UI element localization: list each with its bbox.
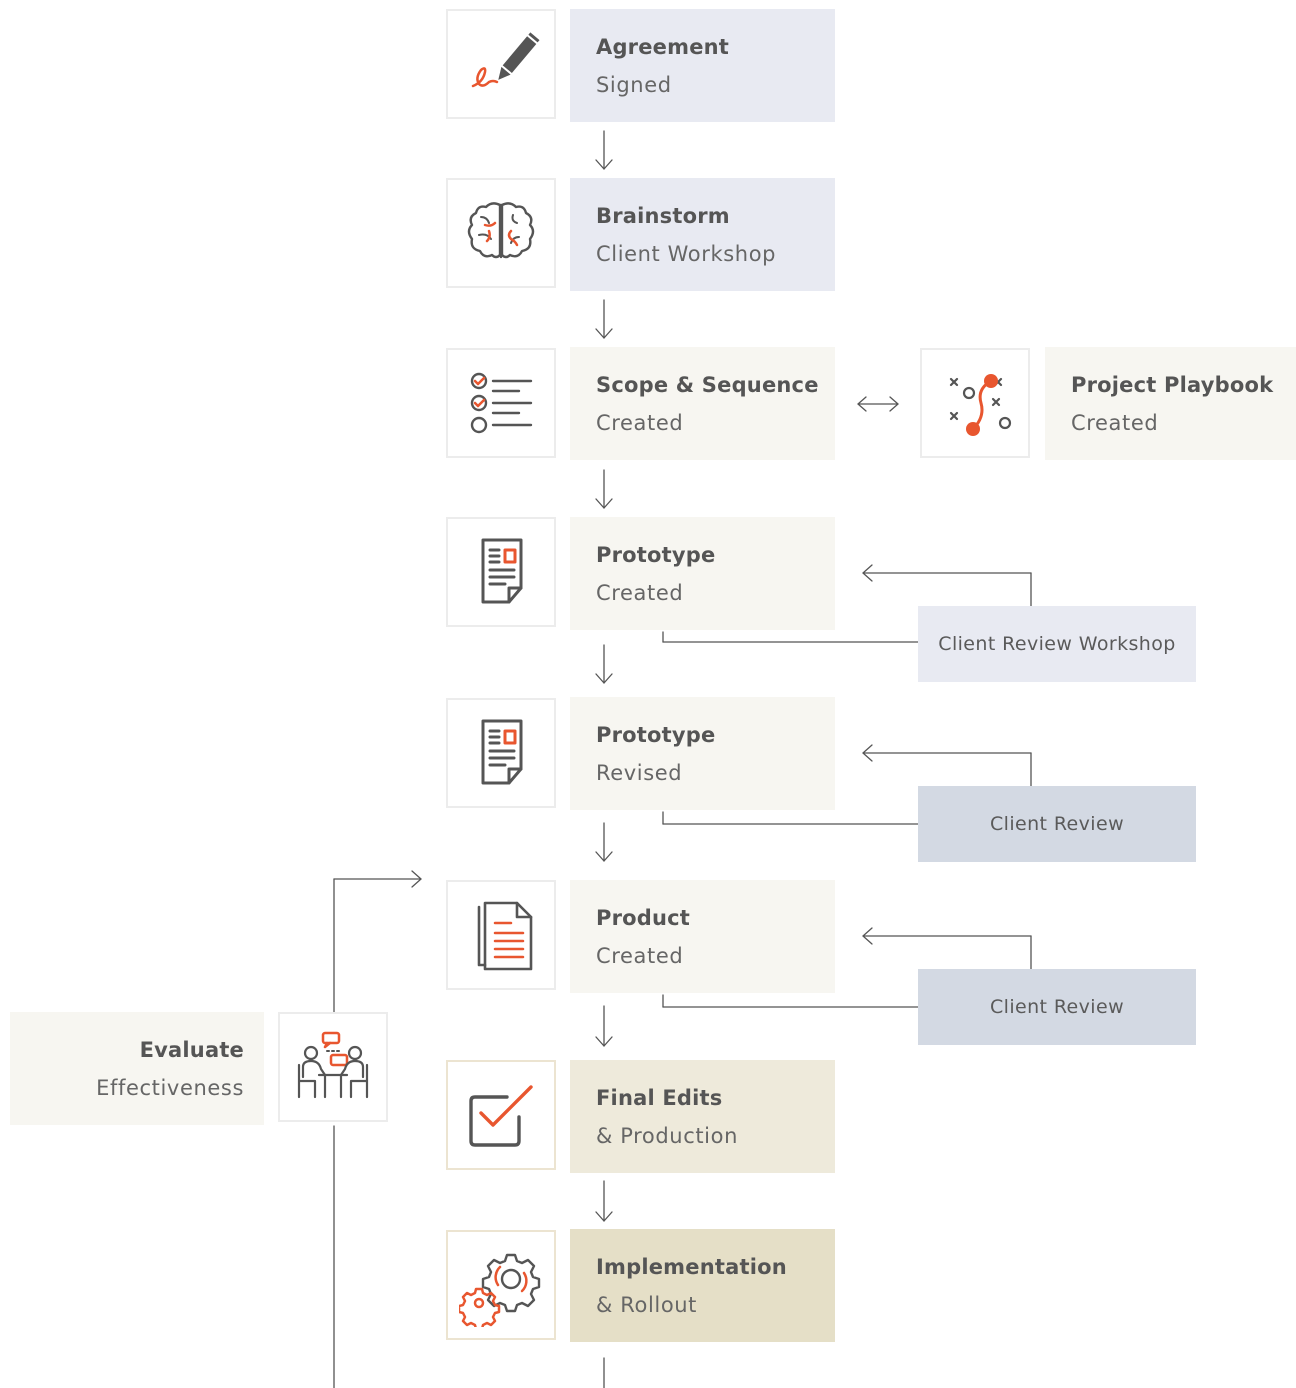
step-subtitle: Created (596, 580, 684, 605)
arrow-down (595, 644, 613, 684)
arrow-down (595, 822, 613, 862)
step-subtitle: Signed (596, 72, 672, 97)
brain-icon (446, 178, 556, 288)
step-subtitle: Revised (596, 760, 683, 785)
step-product-created: Product Created (570, 880, 835, 993)
arrow-bidirectional (857, 396, 899, 412)
arrow-down (595, 130, 613, 170)
step-title: Evaluate (139, 1037, 244, 1062)
step-evaluate: Evaluate Effectiveness (10, 1012, 264, 1125)
document-icon (446, 698, 556, 808)
step-project-playbook: Project Playbook Created (1045, 347, 1296, 460)
step-subtitle: & Rollout (596, 1292, 698, 1317)
step-subtitle: & Production (596, 1123, 738, 1148)
step-scope-sequence: Scope & Sequence Created (570, 347, 835, 460)
step-title: Project Playbook (1071, 372, 1274, 397)
step-brainstorm: Brainstorm Client Workshop (570, 178, 835, 291)
evaluate-loop (333, 870, 422, 1388)
step-subtitle: Created (596, 410, 684, 435)
meeting-icon (278, 1012, 388, 1122)
documents-stack-icon (446, 880, 556, 990)
step-final-edits: Final Edits & Production (570, 1060, 835, 1173)
step-implementation: Implementation & Rollout (570, 1229, 835, 1342)
step-prototype-revised: Prototype Revised (570, 697, 835, 810)
step-title: Brainstorm (596, 203, 730, 228)
playbook-strategy-icon (920, 348, 1030, 458)
signature-pen-icon (446, 9, 556, 119)
arrow-down (595, 1180, 613, 1222)
step-title: Prototype (596, 542, 716, 567)
step-title: Product (596, 905, 691, 930)
step-title: Implementation (596, 1254, 787, 1279)
checklist-icon (446, 348, 556, 458)
client-review-box: Client Review (918, 969, 1196, 1045)
document-icon (446, 517, 556, 627)
gears-icon (446, 1230, 556, 1340)
checkbox-icon (446, 1060, 556, 1170)
step-title: Scope & Sequence (596, 372, 819, 397)
client-review-box: Client Review (918, 786, 1196, 862)
arrow-down (595, 1005, 613, 1047)
step-subtitle: Created (596, 943, 684, 968)
step-title: Prototype (596, 722, 716, 747)
arrow-down (595, 299, 613, 339)
step-subtitle: Effectiveness (96, 1075, 244, 1100)
step-title: Final Edits (596, 1085, 723, 1110)
step-prototype-created: Prototype Created (570, 517, 835, 630)
step-subtitle: Created (1071, 410, 1159, 435)
client-review-workshop-box: Client Review Workshop (918, 606, 1196, 682)
step-title: Agreement (596, 34, 730, 59)
step-agreement: Agreement Signed (570, 9, 835, 122)
arrow-down (595, 469, 613, 509)
step-subtitle: Client Workshop (596, 241, 777, 266)
